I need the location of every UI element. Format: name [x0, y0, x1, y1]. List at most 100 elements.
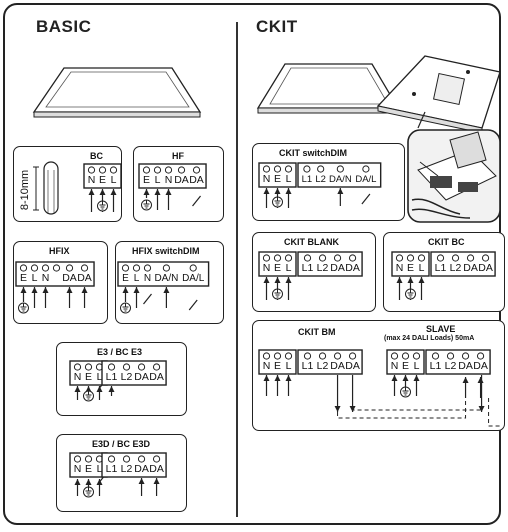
terminal-label: N — [42, 272, 50, 284]
terminal-label: L2 — [317, 262, 329, 274]
terminal-label: L1 — [106, 371, 118, 383]
arrow-head — [349, 406, 356, 412]
screw-terminal — [19, 264, 28, 272]
terminal-label: E — [274, 173, 281, 185]
screw-terminal — [284, 254, 293, 262]
ckit-bc-left — [391, 251, 430, 277]
section-title-basic: BASIC — [36, 17, 92, 36]
terminal-label: N — [391, 360, 399, 372]
box-e3-title: E3 / BC E3 — [97, 347, 143, 357]
screw-terminal — [284, 165, 293, 173]
arrow-head — [31, 287, 38, 293]
section-divider — [236, 22, 238, 517]
screw-terminal — [446, 352, 455, 360]
ckit-bm-right — [297, 349, 363, 375]
screw-terminal — [348, 254, 357, 262]
arrow-head — [334, 406, 341, 412]
screw-terminal — [303, 254, 312, 262]
terminal-label: DA — [77, 272, 92, 284]
arrow-head — [263, 188, 270, 194]
box-ckit-bm-title: CKIT BM — [298, 327, 336, 337]
terminal-label: L2 — [121, 371, 133, 383]
arrow-head — [20, 287, 27, 293]
screw-terminal — [41, 264, 50, 272]
arrow-head — [413, 375, 420, 381]
arrow-head — [418, 277, 425, 283]
arrow-head — [285, 188, 292, 194]
section-title-ckit: CKIT — [256, 17, 298, 36]
terminal-label: N — [263, 173, 271, 185]
basic-panel-icon — [32, 67, 202, 118]
screw-terminal — [303, 352, 312, 360]
screw-terminal — [177, 166, 186, 174]
arrow-head — [96, 386, 103, 392]
arrow-head — [337, 188, 344, 194]
arrow-head — [396, 277, 403, 283]
screw-terminal — [436, 254, 445, 262]
terminal-label: L — [155, 174, 161, 186]
ckit-detail-photo — [407, 129, 501, 223]
screw-terminal — [395, 254, 404, 262]
terminal-label: DA/N — [329, 174, 352, 185]
arrow-head — [163, 287, 170, 293]
screw-terminal — [87, 166, 96, 174]
screw-terminal — [143, 264, 152, 272]
hf-terminal-block — [138, 163, 207, 189]
arrow-head — [402, 375, 409, 381]
ckit-blank-left — [258, 251, 297, 277]
box-ckit-bc-title: CKIT BC — [428, 237, 465, 247]
terminal-label: L — [97, 463, 103, 475]
terminal-label: L2 — [121, 463, 133, 475]
terminal-label: L1 — [302, 360, 314, 372]
arrow-head — [274, 188, 281, 194]
screw-terminal — [73, 455, 82, 463]
terminal-label: L — [286, 173, 292, 185]
screw-terminal — [132, 264, 141, 272]
terminal-label: L1 — [302, 262, 314, 274]
arrow-head — [285, 277, 292, 283]
arrow-head — [285, 375, 292, 381]
terminal-label: N — [144, 273, 151, 284]
terminal-label: L — [286, 360, 292, 372]
terminal-label: L — [111, 174, 117, 186]
hfix-terminal-block — [15, 261, 95, 287]
screw-terminal — [84, 363, 93, 371]
slave-left — [386, 349, 425, 375]
terminal-label: L — [419, 262, 425, 274]
arrow-head — [154, 189, 161, 195]
ckit-bm-left — [258, 349, 297, 375]
e3d-right-block — [101, 452, 167, 478]
terminal-label: E — [85, 463, 92, 475]
arrow-head — [391, 375, 398, 381]
screw-terminal — [318, 352, 327, 360]
arrow-head — [153, 478, 160, 484]
arrow-head — [74, 386, 81, 392]
terminal-label: DA/L — [355, 174, 376, 185]
arrow-head — [81, 287, 88, 293]
terminal-label: N — [165, 174, 173, 186]
terminal-label: L — [286, 262, 292, 274]
dali-bus-line — [337, 398, 467, 419]
terminal-label: DA/L — [182, 273, 205, 284]
terminal-label: L2 — [450, 262, 462, 274]
terminal-label: N — [263, 360, 271, 372]
screw-terminal — [390, 352, 399, 360]
arrow-head — [477, 377, 484, 383]
arrow-head — [143, 189, 150, 195]
terminal-label: L — [97, 371, 103, 383]
screw-terminal — [107, 363, 116, 371]
switch-icon — [192, 195, 201, 207]
terminal-label: N — [263, 262, 271, 274]
arrow-head — [133, 287, 140, 293]
screw-terminal — [164, 166, 173, 174]
screw-terminal — [189, 264, 197, 272]
screw-terminal — [121, 264, 130, 272]
terminal-label: E — [122, 273, 129, 284]
screw-terminal — [137, 455, 146, 463]
terminal-label: E — [99, 174, 106, 186]
screw-terminal — [152, 363, 161, 371]
ckit-switchdim-left — [258, 162, 297, 188]
terminal-label: DA — [330, 262, 345, 274]
